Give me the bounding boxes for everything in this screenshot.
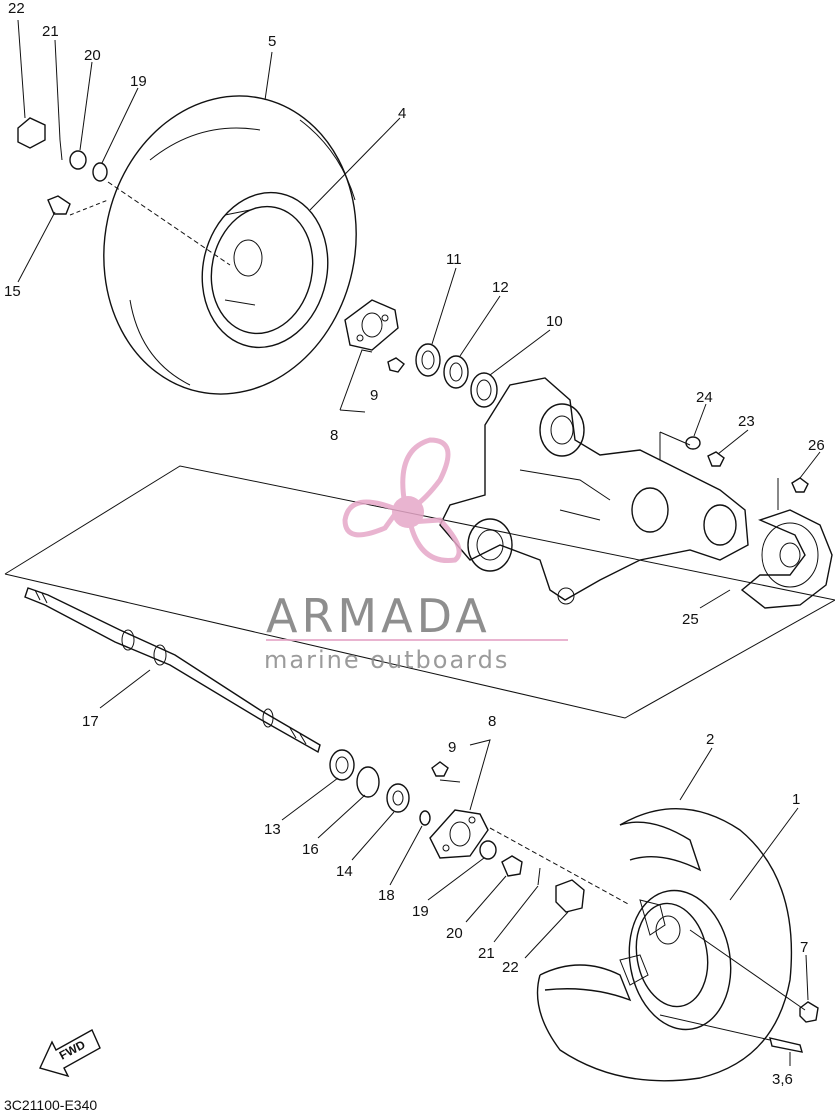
label-20-top: 20 [84, 47, 101, 64]
label-23: 23 [738, 413, 755, 430]
bracket-lines [339, 349, 491, 811]
label-10: 10 [546, 313, 563, 330]
rear-wheel-left [103, 95, 357, 395]
watermark-brand: ARMADA [266, 589, 491, 643]
fwd-label: FWD [57, 1037, 88, 1062]
label-3-6: 3,6 [772, 1071, 793, 1088]
bearings-upper [387, 343, 498, 408]
rear-wheel-right [536, 808, 793, 1082]
assembly-box [4, 465, 835, 719]
label-13: 13 [264, 821, 281, 838]
label-7: 7 [800, 939, 808, 956]
label-8-top: 8 [330, 427, 338, 444]
hub-4 [344, 299, 399, 351]
label-5: 5 [268, 33, 276, 50]
label-9-top: 9 [370, 387, 378, 404]
small-parts-right [659, 431, 809, 510]
propeller-hub [392, 496, 424, 528]
label-19-top: 19 [130, 73, 147, 90]
propeller-blade-left [342, 499, 402, 538]
axle-shaft-17 [24, 587, 321, 754]
diagram-code: 3C21100-E340 [4, 1097, 97, 1112]
label-22-bottom: 22 [502, 959, 519, 976]
label-9-bottom: 9 [448, 739, 456, 756]
label-14: 14 [336, 863, 353, 880]
fwd-arrow: FWD [39, 1029, 101, 1078]
swing-arm [439, 377, 749, 605]
propeller-logo [342, 437, 462, 564]
label-26: 26 [808, 437, 825, 454]
part-labels: 22 21 20 19 5 4 15 11 12 10 9 8 24 23 26… [4, 0, 825, 1088]
label-17: 17 [82, 713, 99, 730]
label-2: 2 [706, 731, 714, 748]
small-parts-lower [479, 827, 631, 913]
label-18: 18 [378, 887, 395, 904]
label-15: 15 [4, 283, 21, 300]
label-16: 16 [302, 841, 319, 858]
label-25: 25 [682, 611, 699, 628]
bearings-lower [329, 749, 449, 826]
propeller-blade-top [400, 437, 451, 511]
label-20-bottom: 20 [446, 925, 463, 942]
watermark-tagline: marine outboards [264, 646, 509, 674]
label-22-top: 22 [8, 0, 25, 17]
propeller-blade-bottom [406, 517, 462, 564]
leader-lines [17, 19, 821, 1066]
watermark: ARMADA marine outboards [264, 437, 568, 674]
label-1: 1 [792, 791, 800, 808]
nut-stud [659, 929, 819, 1053]
small-parts-top [17, 117, 231, 266]
hub-lower [429, 809, 489, 859]
label-11: 11 [446, 251, 462, 268]
label-24: 24 [696, 389, 713, 406]
label-21-top: 21 [42, 23, 59, 40]
label-8-bottom: 8 [488, 713, 496, 730]
label-12: 12 [492, 279, 509, 296]
label-19-bottom: 19 [412, 903, 429, 920]
brake-cover-25 [740, 509, 833, 609]
label-21-bottom: 21 [478, 945, 495, 962]
label-4: 4 [398, 105, 406, 122]
